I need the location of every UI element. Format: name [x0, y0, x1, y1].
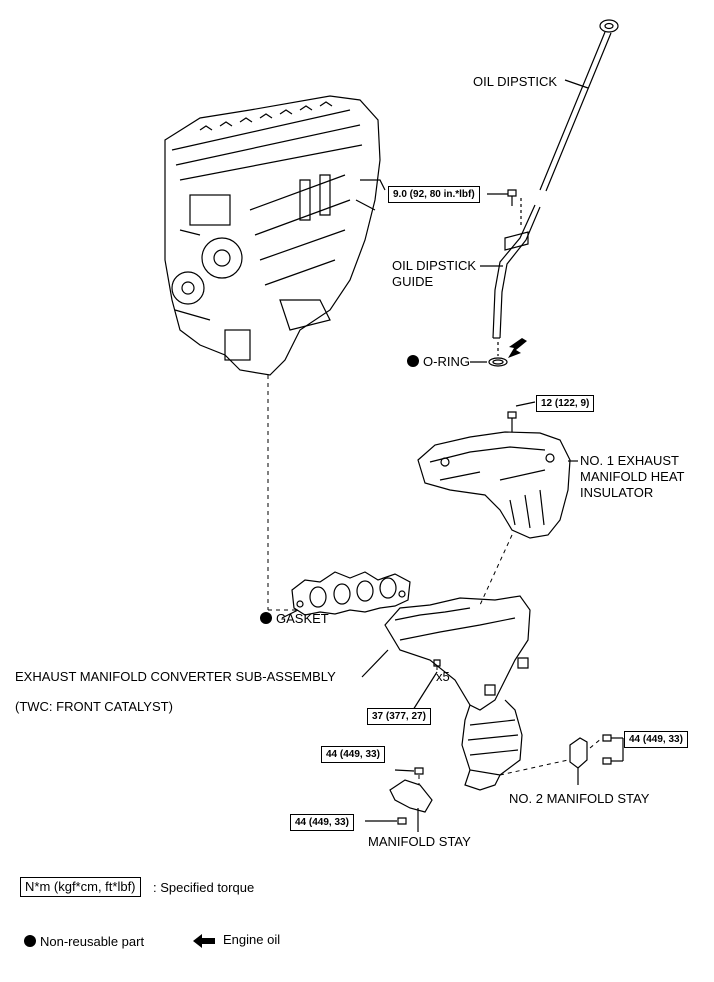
heat-insulator-label-1: NO. 1 EXHAUST — [580, 453, 679, 468]
oil-dipstick-guide — [492, 204, 541, 339]
heat-insulator-label-3: INSULATOR — [580, 485, 654, 500]
twc-label: (TWC: FRONT CATALYST) — [15, 699, 173, 714]
alignment-lines — [267, 375, 603, 785]
legend-torque-desc: : Specified torque — [153, 880, 255, 895]
insulator-bolt-torque: 12 (122, 9) — [536, 395, 595, 412]
converter-label: EXHAUST MANIFOLD CONVERTER SUB-ASSEMBLY — [15, 669, 336, 684]
engine-oil-arrow-icon — [193, 934, 215, 948]
no2-stay-bolt-torque: 44 (449, 33) — [624, 731, 688, 748]
o-ring — [488, 357, 508, 367]
heat-insulator-label-2: MANIFOLD HEAT — [580, 469, 685, 484]
non-reusable-dot-icon — [24, 935, 36, 947]
gasket-label: GASKET — [260, 611, 329, 627]
exhaust-manifold-converter — [384, 595, 531, 791]
o-ring-label: O-RING — [407, 354, 470, 370]
manifold-stay — [389, 767, 433, 825]
non-reusable-dot-icon — [260, 612, 272, 624]
oil-dipstick-guide-label-1: OIL DIPSTICK — [392, 258, 477, 273]
gasket — [291, 571, 411, 616]
non-reusable-dot-icon — [407, 355, 419, 367]
legend-engine-oil: Engine oil — [223, 932, 281, 947]
manifold-stay-label: MANIFOLD STAY — [368, 834, 471, 849]
no2-manifold-stay — [569, 734, 612, 769]
no2-manifold-stay-label: NO. 2 MANIFOLD STAY — [509, 791, 650, 806]
legend-non-reusable: Non-reusable part — [24, 934, 144, 950]
heat-insulator — [417, 431, 571, 539]
engine-oil-arrow-icon — [508, 338, 527, 358]
x5-label: x5 — [436, 669, 450, 684]
legend-torque-unit: N*m (kgf*cm, ft*lbf) — [20, 877, 141, 897]
stay-upper-torque: 44 (449, 33) — [321, 746, 385, 763]
dipstick-bolt-torque: 9.0 (92, 80 in.*lbf) — [388, 186, 480, 203]
stay-lower-torque: 44 (449, 33) — [290, 814, 354, 831]
oil-dipstick-guide-label-2: GUIDE — [392, 274, 434, 289]
oil-dipstick — [539, 19, 619, 192]
engine-block — [164, 95, 386, 376]
converter-nut-torque: 37 (377, 27) — [367, 708, 431, 725]
oil-dipstick-label: OIL DIPSTICK — [473, 74, 558, 89]
